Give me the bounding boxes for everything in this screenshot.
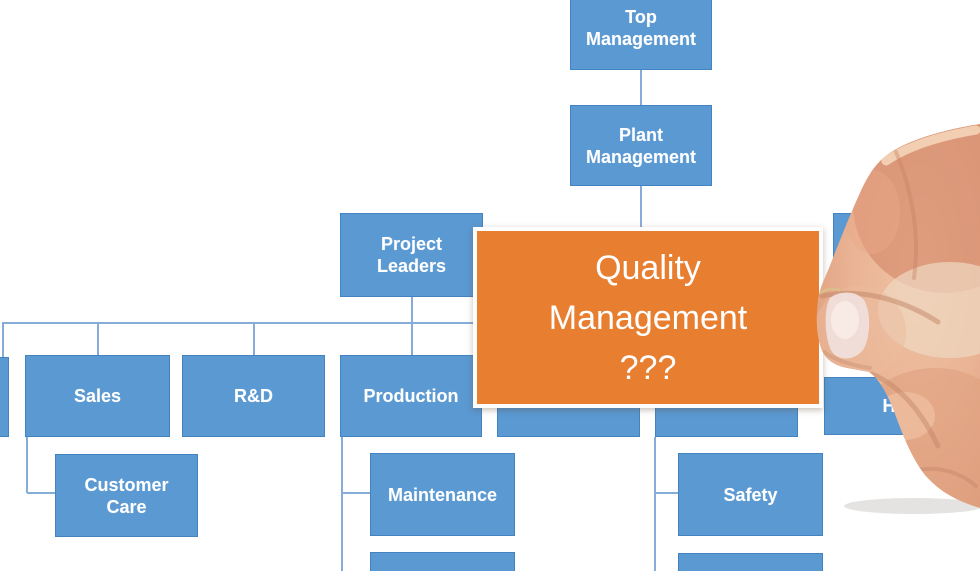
- thumb-nail: [825, 292, 870, 359]
- org-node-label-line: Project: [380, 234, 443, 254]
- org-node-right-partial-box: [833, 213, 976, 297]
- thumb-nail-highlight: [831, 301, 859, 339]
- org-node-production: Production: [340, 355, 482, 437]
- connector-bus-line: [2, 322, 870, 324]
- connector-safety-elbow: [655, 492, 678, 494]
- card-line-3: ???: [619, 348, 677, 387]
- org-node-left-edge-partial-box: [0, 357, 9, 437]
- org-node-safety: Safety: [678, 453, 823, 536]
- org-node-label-line: Management: [585, 29, 697, 49]
- connector-sales-down: [26, 437, 28, 493]
- connector-sales-elbow: [27, 492, 55, 494]
- org-node-label-line: Safety: [723, 484, 778, 505]
- card-line-2: Management: [548, 298, 748, 337]
- org-node-label-line: HR: [882, 396, 909, 416]
- org-node-label-line: R&D: [234, 386, 273, 406]
- org-node-label-line: Production: [363, 386, 459, 406]
- org-node-label-line: Management: [585, 146, 697, 167]
- quality-management-card: Quality Management ???: [473, 227, 823, 408]
- org-node-label-line: Sales: [73, 386, 122, 406]
- hand-drop-shadow: [844, 498, 980, 514]
- connector-production-down: [341, 437, 343, 571]
- org-node-below-safety: [678, 553, 823, 571]
- index-finger-top-highlight: [881, 125, 980, 166]
- org-node-label-line: Maintenance: [387, 484, 498, 505]
- connector-drop-rd: [253, 323, 255, 355]
- card-line-1: Quality: [595, 248, 701, 287]
- org-node-label-line: Customer: [84, 474, 169, 495]
- connector-dept2-down: [654, 437, 656, 571]
- connector-drop-left-box: [2, 323, 4, 357]
- org-node-label-line: Top: [625, 7, 657, 27]
- connector-maintenance-elbow: [342, 492, 370, 494]
- org-node-label-line: Leaders: [376, 256, 447, 276]
- org-node-below-maintenance: [370, 552, 515, 571]
- thumb-top-crease: [819, 290, 941, 325]
- connector-drop-production: [411, 297, 413, 355]
- org-node-sales: Sales: [25, 355, 170, 437]
- org-node-rd: R&D: [182, 355, 325, 437]
- connector-drop-hr: [895, 297, 897, 377]
- org-node-hr: HR: [824, 377, 967, 435]
- connector-drop-sales: [97, 323, 99, 355]
- hand-silhouette: [816, 124, 980, 508]
- thumb-bottom-crease: [822, 350, 872, 370]
- org-node-maintenance: Maintenance: [370, 453, 515, 536]
- org-node-label-line: Care: [106, 496, 147, 517]
- thumb-base-highlight: [816, 286, 906, 378]
- knuckle-crease-2: [916, 466, 978, 488]
- connector-top-to-plant: [640, 70, 642, 105]
- org-node-label-line: Plant: [618, 124, 663, 145]
